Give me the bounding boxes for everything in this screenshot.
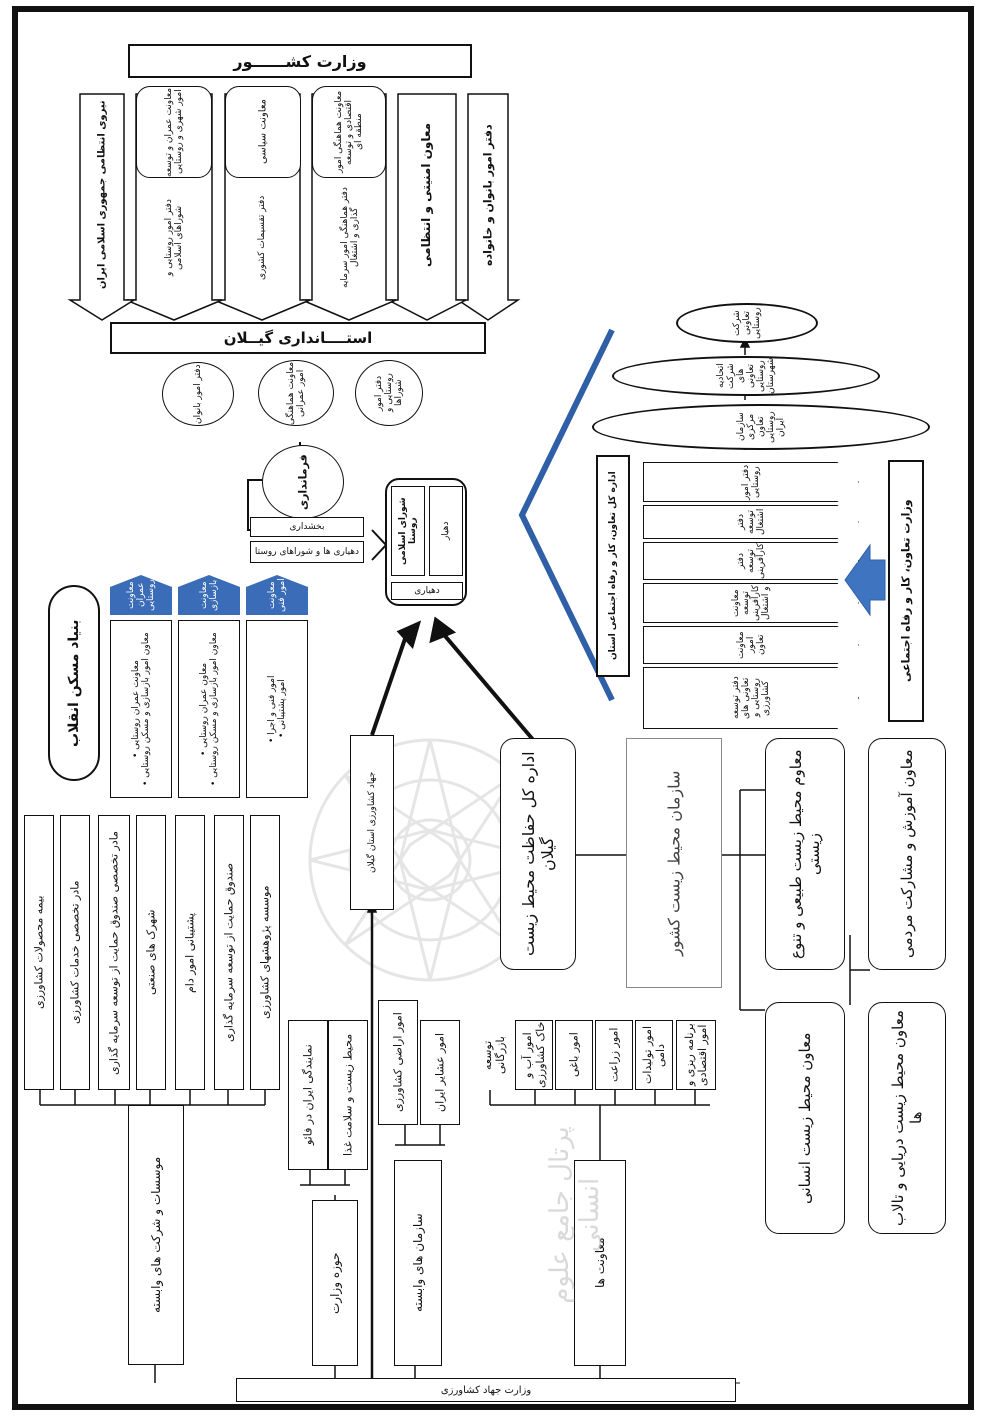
bonyad-title: بنیاد مسکن انقلاب <box>48 585 100 781</box>
tavon-arrow: دفتر توسعه کارآفرینی <box>643 542 859 580</box>
village-box: شورای اسلامی روستا دهیار دهیاری <box>385 478 467 606</box>
bonyad-item: • معاون عمران روستایی • معاون امور بازسا… <box>178 620 240 798</box>
agri-deputy: توسعه بازرگانی <box>481 1036 507 1074</box>
village-dehyar: دهیار <box>429 486 463 576</box>
agri-company: موسسه پژوهشهای کشاورزی <box>250 815 280 1090</box>
env-org-box: سازمان محیط زیست کشور <box>626 738 722 988</box>
tavon-arrow: دفتر توسعه تعاونی های روستایی و کشاورزی <box>643 667 859 729</box>
agri-deputy: امور باغی <box>555 1020 593 1090</box>
tavon-chain: شرکت تعاونی روستایی <box>676 303 818 343</box>
agri-branch: سازمان های وابسته <box>394 1160 442 1366</box>
agri-company: شهرک های صنعتی <box>136 815 166 1090</box>
agri-affiliated: امور عشایر ایران <box>420 1020 460 1125</box>
tavon-arrow: معاونت توسعه کارآفرینی و اشتغال <box>643 583 859 623</box>
arrow-col-6 <box>67 93 137 321</box>
agri-branch: حوزه وزارت <box>312 1200 358 1366</box>
arrow-col-1 <box>455 93 521 321</box>
column-label: معاونت هماهنگی امور اقتصادی و توسعه منطق… <box>312 86 386 178</box>
column-label: دفتر امور بانوان و خانواده <box>481 124 495 266</box>
env-deputy: معاون آموزش و مشارکت مردمی <box>868 738 946 970</box>
env-provincial-box: اداره کل حفاظت محیط زیست گیلان <box>500 738 576 970</box>
village-dehyari: دهیاری <box>391 582 463 600</box>
gov-circle: دفتر امور روستایی و شوراها <box>355 360 423 426</box>
agri-company: پشتیبانی امور دام <box>175 815 205 1090</box>
column-label: دفتر تقسیمات کشوری <box>257 195 267 280</box>
column-label: نیروی انتظامی جمهوری اسلامی ایران <box>96 100 108 290</box>
governorate-box: استــــانداری گیــلان <box>110 322 486 354</box>
gov-circle: معاونت هماهنگی امور عمرانی <box>258 360 334 426</box>
column-label: معاونت عمران و توسعه امور شهری و روستایی <box>136 86 212 178</box>
agri-company: صندوق حمایت از توسعه سرمایه گذاری <box>214 815 244 1090</box>
agri-affiliated: امور اراضی کشاورزی <box>378 1000 418 1125</box>
arrow-col-2 <box>387 93 467 321</box>
agri-company: مادر تخصصی خدمات کشاورزی <box>60 815 90 1090</box>
env-deputy: معاون محیط زیست دریایی و تالاب ها <box>868 1002 946 1234</box>
agri-deputy: امور زراعت <box>595 1020 633 1090</box>
env-deputy: معاوم محیط زیست طبیعی و تنوع زیستی <box>765 738 845 970</box>
agri-company: بیمه محصولات کشاورزی <box>24 815 54 1090</box>
agri-ministry-area: نمایندگی ایران در فائو <box>288 1020 328 1170</box>
tavon-directorate: اداره کل تعاون، کار و رفاه اجتماعی استان <box>596 455 630 677</box>
env-deputy: معاون محیط زیست انسانی <box>765 1002 845 1234</box>
tavon-arrow: دفتر توسعه اشتغال <box>643 505 859 539</box>
agri-company: مادر تخصصی صندوق حمایت از توسعه سرمایه گ… <box>98 815 130 1090</box>
agri-deputy: امور تولیدات دامی <box>635 1020 673 1090</box>
agri-deputy: امور آب و خاک کشاورزی <box>515 1020 553 1090</box>
column-label: معاون امنیتی و انتظامی <box>419 122 433 268</box>
column-label: دفتر هماهنگی امور سرمایه گذاری و اشتغال <box>340 187 360 288</box>
bonyad-item: • معاونت عمران روستایی • معاون امور بازس… <box>110 620 172 798</box>
agri-deputy: برنامه ریزی و امور اقتصادی <box>676 1020 716 1090</box>
column-label: معاونت سیاسی <box>225 86 301 178</box>
column-label: دفتر امور روستایی و شوراهای اسلامی <box>164 199 184 276</box>
farmandari-circle: فرمانداری <box>262 445 344 519</box>
tavon-chain: سازمان مرکزی تعاون روستایی ایران <box>592 404 930 450</box>
watermark-text: پرتال جامع علوم انسانی <box>545 1126 605 1304</box>
tavon-chain: اتحادیه شرکت های تعاونی روستایی شهرستان <box>612 356 880 396</box>
interior-ministry-title: وزارت کشــــــور <box>128 44 472 78</box>
agri-ministry: وزارت جهاد کشاورزی <box>236 1378 736 1402</box>
tavon-arrow: دفتر امور روستایی <box>643 462 859 502</box>
agri-ministry-area: محیط زیست و سلامت غذا <box>328 1020 368 1170</box>
bakhshdari-box: بخشداری <box>250 517 364 537</box>
village-council: شورای اسلامی روستا <box>391 486 425 576</box>
bonyad-item: • امور فنی و اجرا • امور پشتیبانی <box>246 620 308 798</box>
page-frame <box>12 6 974 1410</box>
jahad-provincial: جهاد کشاورزی استان گیلان <box>350 735 394 910</box>
tavon-blue-arrow <box>844 543 886 617</box>
dehyari-box: دهیاری ها و شوراهای روستا <box>250 541 364 563</box>
tavon-ministry: وزارت تعاون، کار و رفاه اجتماعی <box>888 460 924 722</box>
tavon-arrow: معاونت امور تعاون <box>643 626 859 664</box>
agri-branch: موسسات و شرکت های وابسته <box>128 1105 184 1365</box>
gov-circle: دفتر امور بانوان <box>162 362 234 426</box>
tavon-bracket <box>518 328 615 702</box>
